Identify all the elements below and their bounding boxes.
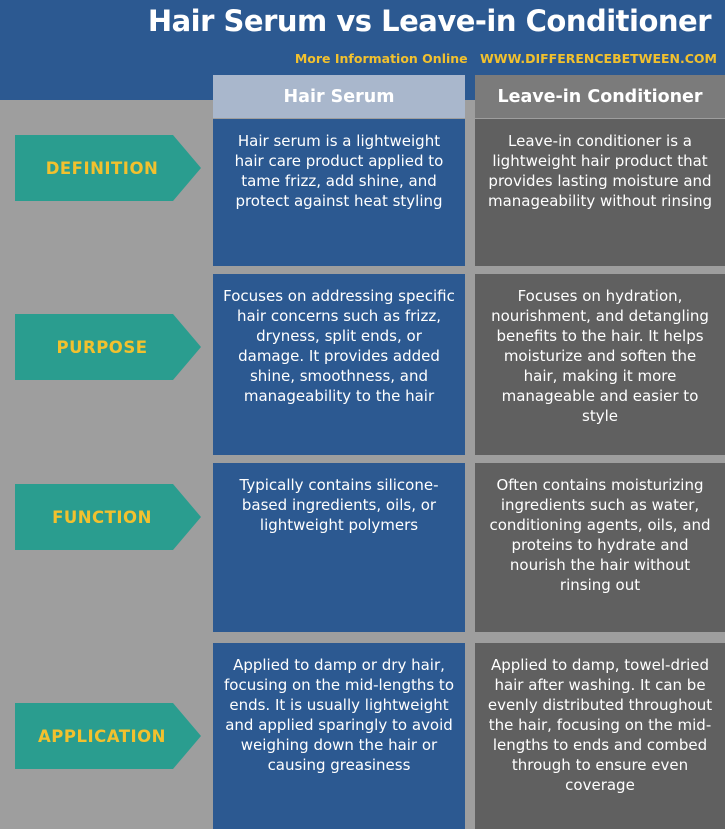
cell-leave-in-definition: Leave-in conditioner is a lightweight ha… — [475, 119, 725, 266]
arrow-shape-icon — [15, 484, 201, 550]
cell-leave-in-function: Often contains moisturizing ingredients … — [475, 463, 725, 632]
cell-serum-definition: Hair serum is a lightweight hair care pr… — [213, 119, 465, 266]
cell-serum-purpose: Focuses on addressing specific hair conc… — [213, 274, 465, 455]
row-label-text: FUNCTION — [52, 507, 152, 527]
row-label-text: DEFINITION — [45, 158, 159, 178]
row-label-application: APPLICATION — [15, 703, 201, 769]
arrow-shape-icon — [15, 703, 201, 769]
row-label-text: PURPOSE — [56, 337, 148, 357]
source-line: More Information Online WWW.DIFFERENCEBE… — [295, 51, 717, 66]
website-link[interactable]: WWW.DIFFERENCEBETWEEN.COM — [480, 51, 717, 66]
cell-serum-function: Typically contains silicone-based ingred… — [213, 463, 465, 632]
more-info-text: More Information Online — [294, 51, 468, 66]
page-title: Hair Serum vs Leave-in Conditioner — [147, 4, 712, 38]
column-header-hair-serum: Hair Serum — [213, 75, 465, 118]
arrow-shape-icon — [15, 135, 201, 201]
row-label-definition: DEFINITION — [15, 135, 201, 201]
arrow-shape-icon — [15, 314, 201, 380]
row-label-text: APPLICATION — [38, 726, 166, 746]
cell-leave-in-purpose: Focuses on hydration, nourishment, and d… — [475, 274, 725, 455]
row-label-purpose: PURPOSE — [15, 314, 201, 380]
column-header-leave-in-conditioner: Leave-in Conditioner — [475, 75, 725, 118]
cell-leave-in-application: Applied to damp, towel-dried hair after … — [475, 643, 725, 829]
row-label-function: FUNCTION — [15, 484, 201, 550]
cell-serum-application: Applied to damp or dry hair, focusing on… — [213, 643, 465, 829]
